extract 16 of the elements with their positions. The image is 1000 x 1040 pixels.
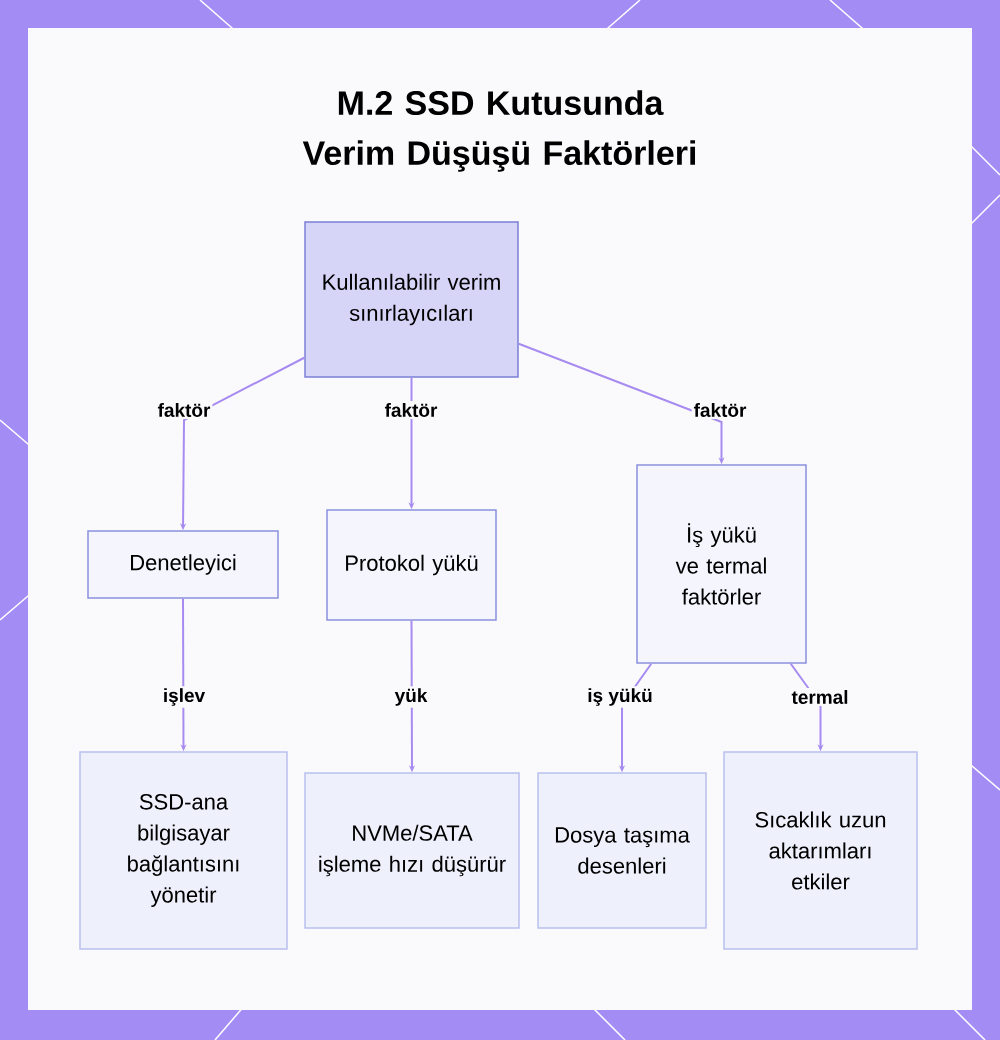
process-box: NVMe/SATA işleme hızı düşürür <box>304 772 520 929</box>
title: M.2 SSD Kutusunda Verim Düşüşü Faktörleri <box>302 90 695 172</box>
edge-label: iş yükü <box>585 686 655 708</box>
process-box: Protokol yükü <box>326 509 497 621</box>
process-box: Denetleyici <box>87 530 279 599</box>
edge-label: faktör <box>155 401 213 419</box>
edge-label: termal <box>789 688 851 706</box>
process-box: İş yükü ve termal faktörler <box>636 464 807 664</box>
process-box: SSD-ana bilgisayar bağlantısını yönetir <box>79 751 288 950</box>
process-box: Dosya taşıma desenleri <box>537 772 707 929</box>
edge-label: yük <box>392 686 430 708</box>
edge-label: işlev <box>160 686 208 708</box>
process-box: Sıcaklık uzun aktarımları etkiler <box>723 751 918 950</box>
edge-label: faktör <box>382 401 440 419</box>
edge-label: faktör <box>691 401 749 419</box>
process-box: Kullanılabilir verim sınırlayıcıları <box>304 221 519 378</box>
